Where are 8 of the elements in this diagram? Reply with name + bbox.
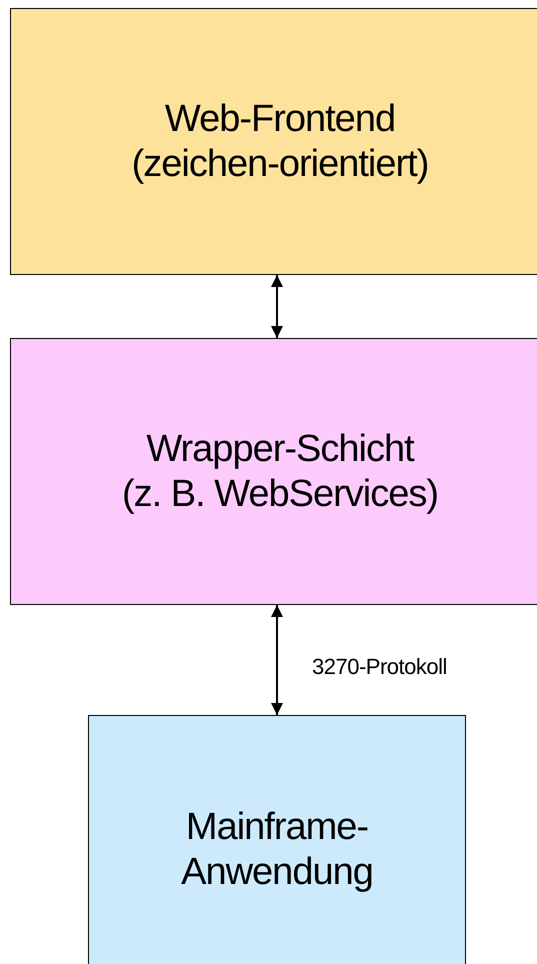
double-arrow — [271, 605, 283, 715]
layer-title: Web-Frontend (zeichen-orientiert) — [130, 96, 430, 186]
layer-box — [10, 338, 537, 605]
layer-box — [88, 715, 466, 964]
layer-title: Mainframe- Anwendung — [180, 805, 374, 895]
double-arrow — [271, 275, 283, 338]
layer-title: Wrapper-Schicht (z. B. WebServices) — [120, 426, 440, 516]
layer-box — [10, 8, 537, 275]
